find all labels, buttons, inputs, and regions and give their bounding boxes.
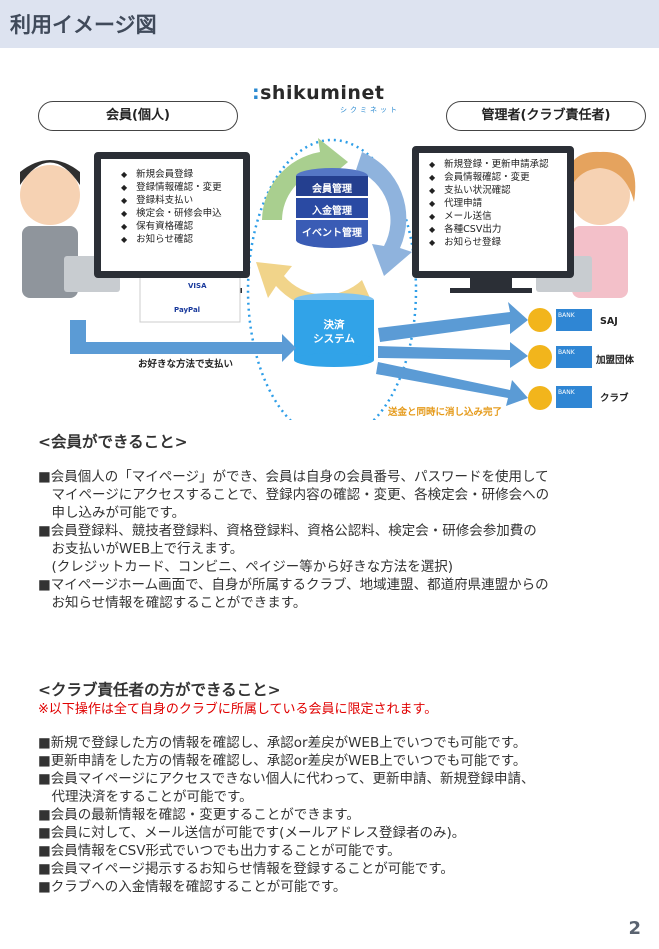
page-number: 2 <box>628 918 641 939</box>
club-line: ■会員の最新情報を確認・変更することができます。 <box>38 807 360 823</box>
club-line: ■会員マイページ掲示するお知らせ情報を登録することが可能です。 <box>38 861 454 877</box>
member-line: (クレジットカード、コンビニ、ペイジー等から好きな方法を選択) <box>38 559 453 575</box>
admin-feature-item: メール送信 <box>429 210 567 223</box>
member-feature-item: お知らせ確認 <box>121 233 243 246</box>
arrow-to-club <box>376 362 528 406</box>
bank-target-club: クラブ <box>600 393 629 404</box>
payment-arrow <box>70 320 296 362</box>
club-line: ■更新申請をした方の情報を確認し、承認or差戻がWEB上でいつでも可能です。 <box>38 753 527 769</box>
arrow-to-federation <box>378 342 528 368</box>
bank-icon <box>556 309 592 331</box>
settlement-body <box>294 300 374 360</box>
settlement-bottom <box>294 353 374 367</box>
db-bottom <box>296 232 368 248</box>
cycle-arrow-green <box>262 138 348 220</box>
club-line: 代理決済をすることが可能です。 <box>38 789 253 805</box>
admin-feature-item: お知らせ登録 <box>429 236 567 249</box>
member-line: ■マイページホーム画面で、自身が所属するクラブ、地域連盟、都道府県連盟からの <box>38 577 549 593</box>
member-line: ■会員登録料、競技者登録料、資格登録料、資格公認料、検定会・研修会参加費の <box>38 523 537 539</box>
club-section-note: ※以下操作は全て自身のクラブに所属している会員に限定されます。 <box>38 702 438 717</box>
cycle-arrow-blue <box>356 152 412 276</box>
member-feature-item: 登録情報確認・変更 <box>121 181 243 194</box>
club-line: ■会員に対して、メール送信が可能です(メールアドレス登録者のみ)。 <box>38 825 466 841</box>
settlement-label: 決済 システム <box>313 319 355 345</box>
diagram-graphics <box>20 138 636 420</box>
bank-icon <box>556 346 592 368</box>
bank-target-saj: SAJ <box>600 316 618 327</box>
bank-icon <box>556 386 592 408</box>
member-line: お知らせ情報を確認することができます。 <box>38 595 307 611</box>
paypal-logo: PayPal <box>174 306 201 314</box>
admin-feature-item: 会員情報確認・変更 <box>429 171 567 184</box>
member-line: ■会員個人の「マイページ」ができ、会員は自身の会員番号、パスワードを使用して <box>38 469 549 485</box>
page-title: 利用イメージ図 <box>10 13 157 37</box>
member-section-heading: <会員ができること> <box>38 433 188 451</box>
member-avatar-face <box>20 165 80 225</box>
coin-icon <box>528 308 552 332</box>
admin-feature-list: 新規登録・更新申請承認 会員情報確認・変更 支払い状況確認 代理申請 メール送信… <box>419 153 567 249</box>
dotted-ring <box>246 138 418 420</box>
logo-kana: シクミネット <box>340 106 400 114</box>
usage-diagram: :shikuminet シクミネット 会員(個人) 管理者(クラブ責任者) <box>0 80 659 420</box>
member-role-pill: 会員(個人) <box>38 101 238 131</box>
member-line: 申し込みが可能です。 <box>38 505 186 521</box>
admin-avatar-hair <box>565 151 636 202</box>
visa-logo: VISA <box>188 282 207 290</box>
shikuminet-logo: :shikuminet <box>252 82 385 104</box>
db-label-events: イベント管理 <box>302 228 362 239</box>
member-line: お支払いがWEB上で行えます。 <box>38 541 244 557</box>
club-line: ■会員マイページにアクセスできない個人に代わって、更新申請、新規登録申請、 <box>38 771 535 787</box>
coin-icon <box>528 345 552 369</box>
reconcile-note: 送金と同時に消し込み完了 <box>388 407 503 418</box>
arrow-to-saj <box>378 302 528 342</box>
admin-feature-item: 代理申請 <box>429 197 567 210</box>
admin-avatar-face <box>570 165 630 225</box>
bank-target-federation: 加盟団体 <box>596 355 635 366</box>
member-avatar-hair <box>20 160 80 185</box>
member-feature-list: 新規会員登録 登録情報確認・変更 登録料支払い 検定会・研修会申込 保有資格確認… <box>101 159 243 246</box>
club-line: ■新規で登録した方の情報を確認し、承認or差戻がWEB上でいつでも可能です。 <box>38 735 527 751</box>
logo-text: shikuminet <box>260 82 385 104</box>
member-feature-item: 登録料支払い <box>121 194 243 207</box>
member-line: マイページにアクセスすることで、登録内容の確認・変更、各検定会・研修会への <box>38 487 550 503</box>
payment-logos <box>139 275 241 323</box>
bank-label: BANK <box>558 349 575 356</box>
club-line: ■クラブへの入金情報を確認することが可能です。 <box>38 879 347 895</box>
member-feature-item: 保有資格確認 <box>121 220 243 233</box>
admin-feature-item: 支払い状況確認 <box>429 184 567 197</box>
club-line: ■会員情報をCSV形式でいつでも出力することが可能です。 <box>38 843 401 859</box>
member-feature-item: 検定会・研修会申込 <box>121 207 243 220</box>
member-monitor: 新規会員登録 登録情報確認・変更 登録料支払い 検定会・研修会申込 保有資格確認… <box>94 152 250 278</box>
db-label-payments: 入金管理 <box>312 206 352 217</box>
admin-monitor: 新規登録・更新申請承認 会員情報確認・変更 支払い状況確認 代理申請 メール送信… <box>412 146 574 278</box>
db-label-members: 会員管理 <box>312 184 352 195</box>
header-bar: 利用イメージ図 <box>0 0 659 48</box>
admin-feature-item: 新規登録・更新申請承認 <box>429 158 567 171</box>
db-layer-2 <box>296 198 368 218</box>
club-section-heading: <クラブ責任者の方ができること> <box>38 681 281 699</box>
db-layer-1 <box>296 176 368 196</box>
bank-label: BANK <box>558 389 575 396</box>
admin-role-pill: 管理者(クラブ責任者) <box>446 101 646 131</box>
admin-feature-item: 各種CSV出力 <box>429 223 567 236</box>
pay-caption: お好きな方法で支払い <box>138 359 234 370</box>
member-feature-item: 新規会員登録 <box>121 168 243 181</box>
coin-icon <box>528 386 552 410</box>
admin-monitor-stand <box>470 276 512 290</box>
bank-label: BANK <box>558 312 575 319</box>
admin-monitor-base <box>450 288 532 293</box>
